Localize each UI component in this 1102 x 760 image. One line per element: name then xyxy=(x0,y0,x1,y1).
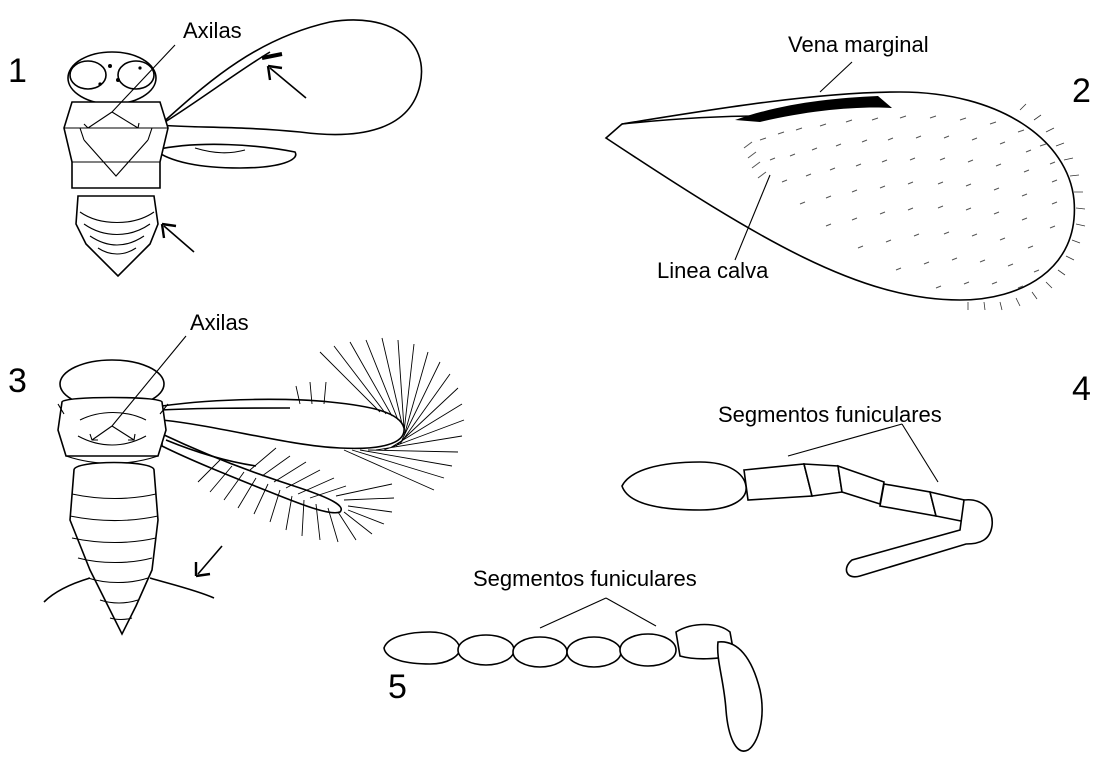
panel-3-arrow xyxy=(198,546,222,574)
panel-5-number: 5 xyxy=(388,668,407,706)
panel-4-funicle-1 xyxy=(744,464,812,500)
panel-1-gaster-arrow xyxy=(164,226,194,252)
panel-1-number: 1 xyxy=(8,52,27,90)
panel-2-number: 2 xyxy=(1072,72,1091,110)
panel-1-right-eye xyxy=(118,61,154,89)
panel-1-axilas-label: Axilas xyxy=(183,18,242,43)
panel-4-number: 4 xyxy=(1072,370,1091,408)
panel-1-hindwing xyxy=(155,144,296,168)
panel-4-club xyxy=(622,462,746,510)
panel-4-funicle-3 xyxy=(838,466,884,504)
panel-5-segments-label: Segmentos funiculares xyxy=(473,566,697,591)
panel-3: 3 Axilas xyxy=(8,310,464,634)
panel-3-forewing xyxy=(162,399,404,448)
panel-2-linea-calva-label: Linea calva xyxy=(657,258,769,283)
panel-2-vena-marginal-label: Vena marginal xyxy=(788,32,929,57)
panel-4-segments-label: Segmentos funiculares xyxy=(718,402,942,427)
panel-5: 5 Segmentos funiculares xyxy=(384,566,762,751)
panel-2: 2 Vena marginal Linea calva xyxy=(606,32,1091,310)
panel-4: 4 Segmentos funiculares xyxy=(622,370,1091,577)
panel-5-club xyxy=(384,632,460,664)
panel-3-mesosoma xyxy=(58,398,166,457)
panel-5-funicle-2 xyxy=(513,637,567,667)
panel-3-gaster xyxy=(70,463,158,635)
panel-5-funicle-4 xyxy=(620,634,676,666)
panel-1-gaster xyxy=(76,196,158,276)
panel-5-scape xyxy=(718,642,762,751)
panel-5-funicle-3 xyxy=(567,637,621,667)
panel-5-antenna xyxy=(384,625,762,752)
panel-4-funicle-4 xyxy=(880,484,936,516)
panel-5-funicle-1 xyxy=(458,635,514,665)
panel-3-axilas-label: Axilas xyxy=(190,310,249,335)
panel-1: 1 Axilas xyxy=(8,18,422,276)
panel-3-number: 3 xyxy=(8,362,27,400)
